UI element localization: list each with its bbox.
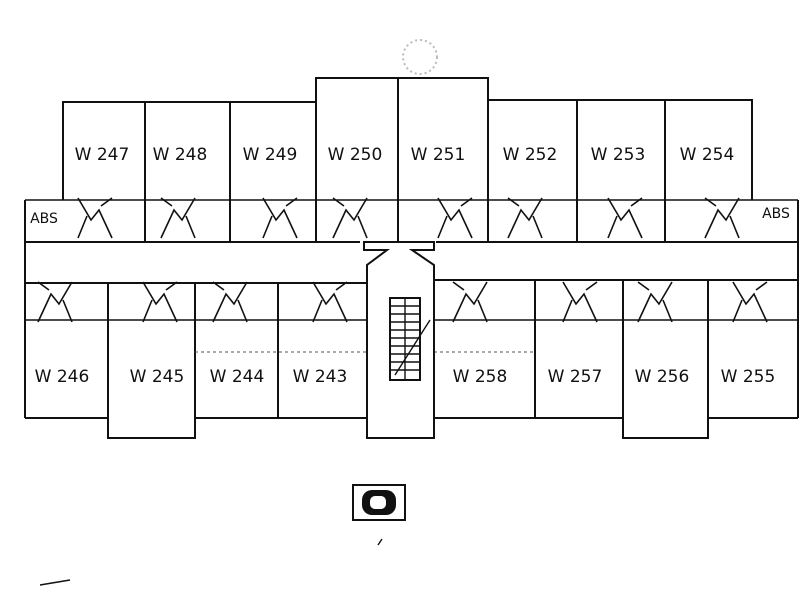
door-swing-icon: [262, 197, 298, 239]
wing-marker-letter: D: [367, 485, 390, 518]
room-label-w248: W 248: [153, 145, 208, 165]
door-swing-icon: [507, 197, 543, 239]
door-swing-icon: [452, 281, 488, 323]
room-label-w249: W 249: [243, 145, 298, 165]
room-label-w243: W 243: [293, 367, 348, 387]
door-swing-icon: [312, 281, 348, 323]
room-label-w252: W 252: [503, 145, 558, 165]
room-label-w256: W 256: [635, 367, 690, 387]
door-swing-icon: [637, 281, 673, 323]
door-swing-icon: [332, 197, 368, 239]
south-wing: [25, 279, 798, 439]
wing-marker: D: [352, 484, 406, 521]
room-label-w245: W 245: [130, 367, 185, 387]
room-label-w251: W 251: [411, 145, 466, 165]
door-swing-icon: [142, 281, 178, 323]
scan-mark: [402, 39, 438, 75]
door-swings-south: [37, 281, 768, 323]
room-label-w244: W 244: [210, 367, 265, 387]
door-swing-icon: [732, 281, 768, 323]
door-swing-icon: [160, 197, 196, 239]
room-label-w247: W 247: [75, 145, 130, 165]
door-swings-north: [77, 197, 740, 239]
abs-label-right: ABS: [762, 206, 790, 222]
scan-mark: [39, 579, 71, 586]
door-swing-icon: [704, 197, 740, 239]
door-swing-icon: [37, 281, 73, 323]
room-label-w254: W 254: [680, 145, 735, 165]
scan-mark: [377, 538, 383, 546]
room-label-w258: W 258: [453, 367, 508, 387]
stairwell: [363, 241, 435, 439]
door-swing-icon: [562, 281, 598, 323]
room-label-w246: W 246: [35, 367, 90, 387]
room-label-w250: W 250: [328, 145, 383, 165]
door-swing-icon: [77, 197, 113, 239]
room-label-w257: W 257: [548, 367, 603, 387]
room-label-w255: W 255: [721, 367, 776, 387]
door-swing-icon: [607, 197, 643, 239]
north-wing: [24, 77, 799, 418]
door-swing-icon: [437, 197, 473, 239]
room-label-w253: W 253: [591, 145, 646, 165]
door-swing-icon: [212, 281, 248, 323]
abs-label-left: ABS: [30, 211, 58, 227]
